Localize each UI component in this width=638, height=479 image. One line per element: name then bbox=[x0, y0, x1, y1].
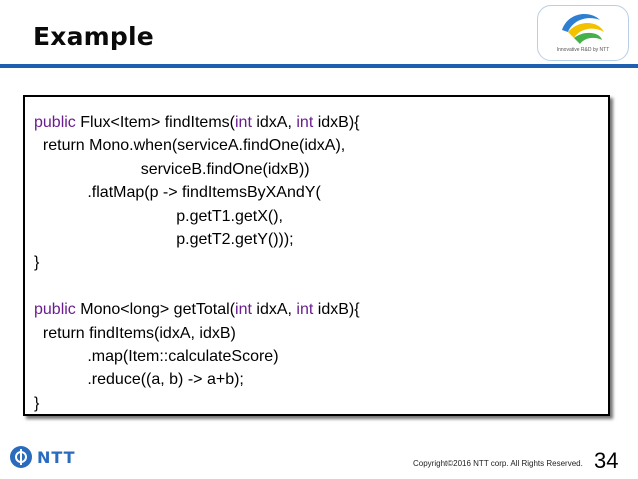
code-line: p.getT1.getX(), bbox=[34, 205, 360, 228]
code-line: public Mono<long> getTotal(int idxA, int… bbox=[34, 298, 360, 321]
code-line: } bbox=[34, 251, 360, 274]
code-text: .reduce((a, b) -> a+b); bbox=[34, 371, 244, 389]
code-line bbox=[34, 275, 360, 298]
ntt-mark-icon bbox=[10, 446, 32, 468]
code-text: idxB){ bbox=[313, 114, 360, 131]
code-line: } bbox=[34, 392, 360, 415]
code-text: .map(Item::calculateScore) bbox=[34, 347, 279, 365]
code-line: serviceB.findOne(idxB)) bbox=[34, 158, 360, 181]
code-line: return Mono.when(serviceA.findOne(idxA), bbox=[34, 134, 360, 157]
code-keyword: public bbox=[34, 301, 76, 319]
ntt-logo: NTT bbox=[10, 446, 90, 470]
code-line: public Flux<Item> findItems(int idxA, in… bbox=[34, 111, 360, 134]
code-text: } bbox=[34, 254, 40, 272]
code-keyword: public bbox=[34, 114, 76, 131]
innovative-rnd-logo: Innovative R&D by NTT bbox=[537, 5, 629, 61]
code-keyword: int bbox=[296, 301, 314, 319]
logo-caption: Innovative R&D by NTT bbox=[556, 47, 610, 53]
code-keyword: int bbox=[234, 114, 252, 131]
code-text: idxB){ bbox=[313, 301, 360, 319]
code-text: return findItems(idxA, idxB) bbox=[34, 324, 236, 342]
code-text: idxA, bbox=[251, 301, 297, 319]
code-text: idxA, bbox=[251, 114, 297, 131]
code-text: Mono<long> getTotal( bbox=[75, 301, 236, 319]
code-box: public Flux<Item> findItems(int idxA, in… bbox=[23, 95, 610, 416]
code-listing: public Flux<Item> findItems(int idxA, in… bbox=[34, 111, 360, 415]
code-text: Flux<Item> findItems( bbox=[75, 114, 235, 131]
code-text: } bbox=[34, 394, 40, 412]
copyright-notice: Copyright©2016 NTT corp. All Rights Rese… bbox=[413, 459, 583, 468]
logo-swirl-icon bbox=[562, 14, 604, 44]
code-keyword: int bbox=[296, 114, 314, 131]
code-line: .flatMap(p -> findItemsByXAndY( bbox=[34, 181, 360, 204]
code-text: .flatMap(p -> findItemsByXAndY( bbox=[34, 184, 321, 202]
code-text: p.getT1.getX(), bbox=[34, 207, 283, 225]
code-keyword: int bbox=[235, 301, 252, 319]
code-text: serviceB.findOne(idxB)) bbox=[34, 160, 310, 178]
slide-title: Example bbox=[33, 22, 154, 51]
code-line: return findItems(idxA, idxB) bbox=[34, 322, 360, 345]
ntt-brand-text: NTT bbox=[37, 448, 76, 467]
code-line: .reduce((a, b) -> a+b); bbox=[34, 368, 360, 391]
code-line: .map(Item::calculateScore) bbox=[34, 345, 360, 368]
code-line: p.getT2.getY())); bbox=[34, 228, 360, 251]
code-text: p.getT2.getY())); bbox=[34, 230, 294, 248]
title-divider bbox=[0, 64, 638, 68]
page-number: 34 bbox=[594, 448, 619, 473]
code-text: return Mono.when(serviceA.findOne(idxA), bbox=[34, 137, 346, 155]
